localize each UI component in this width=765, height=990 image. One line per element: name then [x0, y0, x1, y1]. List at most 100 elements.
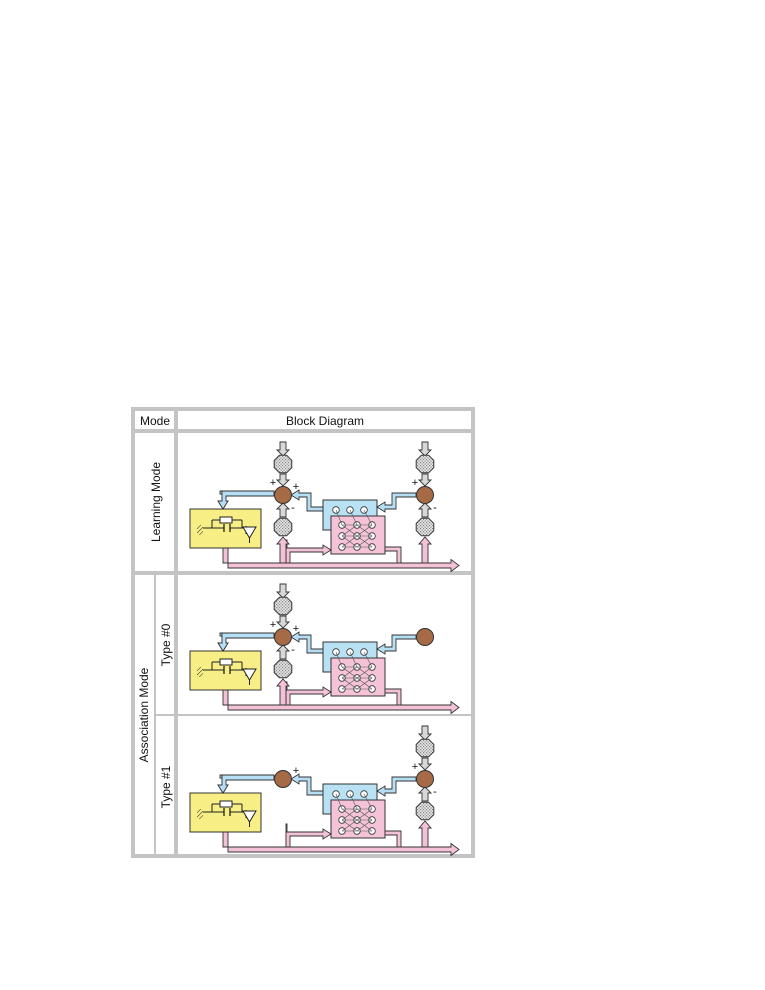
resistor-icon: [219, 658, 233, 666]
ground-icon: [197, 667, 203, 677]
network-to-node-arrow: [290, 773, 324, 796]
left-summing-node: [274, 486, 292, 504]
network-rows: [342, 666, 372, 690]
right-bottom-octagon: [415, 801, 435, 821]
network-output-arrow: [384, 546, 402, 564]
left-node-plus-top: +: [270, 619, 276, 631]
right-input-arrow: [417, 441, 433, 457]
left-mid-arrow: [275, 473, 291, 487]
right-branch: +-: [376, 441, 437, 564]
neural-network-block: [322, 499, 386, 555]
network-output-arrow: [384, 830, 402, 848]
left-node-plus-right: +: [293, 765, 299, 777]
ground-icon: [197, 809, 203, 819]
right-up-arrow: [418, 536, 432, 564]
right-node-minus: -: [433, 502, 437, 514]
left-bottom-octagon: [273, 659, 293, 679]
feedback-arrow-body: [217, 774, 275, 794]
right-up-arrow: [418, 820, 432, 848]
resistor-icon: [219, 516, 233, 524]
association-type0-diagram: + + -: [189, 583, 460, 715]
right-mid-arrow: [417, 473, 433, 487]
output-arrow: [222, 689, 460, 715]
type1-label: Type #1: [159, 765, 173, 808]
right-node-to-network-arrow: [376, 634, 417, 655]
analog-circuit-block: [189, 792, 262, 833]
feedback-arrow-body: [217, 490, 275, 510]
header-block-diagram: Block Diagram: [286, 414, 364, 428]
network-rows: [342, 524, 372, 548]
right-top-octagon: [415, 454, 435, 474]
left-input-arrow: [275, 441, 291, 457]
left-octagon-to-node-arrow: [275, 502, 291, 518]
left-octagon-to-node-arrow: [275, 644, 291, 660]
network-rows: [342, 808, 372, 832]
right-summing-node: [416, 486, 434, 504]
network-input-arrow: [285, 828, 332, 848]
left-node-minus: -: [291, 502, 295, 514]
right-node-to-network-arrow: [376, 776, 417, 797]
left-bottom-octagon: [273, 517, 293, 537]
header-mode: Mode: [140, 414, 170, 428]
right-node-to-network-arrow: [376, 492, 417, 513]
output-arrow: [222, 547, 460, 573]
left-up-arrow: [276, 678, 290, 706]
right-input-arrow: [417, 725, 433, 741]
right-node-minus: -: [433, 786, 437, 798]
analog-circuit-block: [189, 650, 262, 691]
circuit-wires: [203, 519, 247, 534]
right-summing-node: [416, 770, 434, 788]
left-input-arrow: [275, 583, 291, 599]
network-to-node-arrow: [290, 631, 324, 654]
neural-network-block: [322, 783, 386, 839]
network-output-arrow: [384, 688, 402, 706]
right-bottom-octagon: [415, 517, 435, 537]
right-top-octagon: [415, 738, 435, 758]
association-mode-label: Association Mode: [137, 667, 151, 762]
circuit-wires: [203, 661, 247, 676]
right-mid-arrow: [417, 757, 433, 771]
feedback-arrow-body: [217, 632, 275, 652]
capacitor-icon: [223, 666, 231, 674]
left-up-arrow: [276, 536, 290, 564]
left-branch: +: [274, 765, 299, 788]
left-summing-node: [274, 628, 292, 646]
left-top-octagon: [273, 596, 293, 616]
right-node-plus: +: [412, 477, 418, 489]
left-node-plus-right: +: [293, 623, 299, 635]
left-mid-arrow: [275, 615, 291, 629]
left-summing-node: [274, 770, 292, 788]
right-octagon-to-node-arrow: [417, 502, 433, 518]
left-node-plus-top: +: [270, 477, 276, 489]
amplifier-icon: [242, 810, 257, 823]
analog-circuit-block: [189, 508, 262, 549]
left-top-octagon: [273, 454, 293, 474]
left-node-minus: -: [291, 644, 295, 656]
network-input-arrow: [285, 544, 332, 564]
capacitor-icon: [223, 808, 231, 816]
capacitor-icon: [223, 524, 231, 532]
output-arrow: [222, 831, 460, 857]
amplifier-icon: [242, 526, 257, 539]
right-branch: [376, 628, 434, 655]
type0-label: Type #0: [159, 623, 173, 666]
amplifier-icon: [242, 668, 257, 681]
left-node-plus-right: +: [293, 481, 299, 493]
right-summing-node: [416, 628, 434, 646]
learning-mode-label: Learning Mode: [149, 462, 163, 542]
neural-network-block: [322, 641, 386, 697]
ground-icon: [197, 525, 203, 535]
network-to-node-arrow: [290, 489, 324, 512]
resistor-icon: [219, 800, 233, 808]
left-branch: + + -: [270, 441, 299, 564]
learning-mode-diagram: ++-+-: [189, 441, 460, 573]
right-branch: +-: [376, 725, 437, 848]
right-node-plus: +: [412, 761, 418, 773]
left-branch: + + -: [270, 583, 299, 706]
right-octagon-to-node-arrow: [417, 786, 433, 802]
table-frame: [131, 407, 475, 858]
association-type1-diagram: ++-: [189, 725, 460, 857]
circuit-wires: [203, 803, 247, 818]
network-input-arrow: [285, 686, 332, 706]
